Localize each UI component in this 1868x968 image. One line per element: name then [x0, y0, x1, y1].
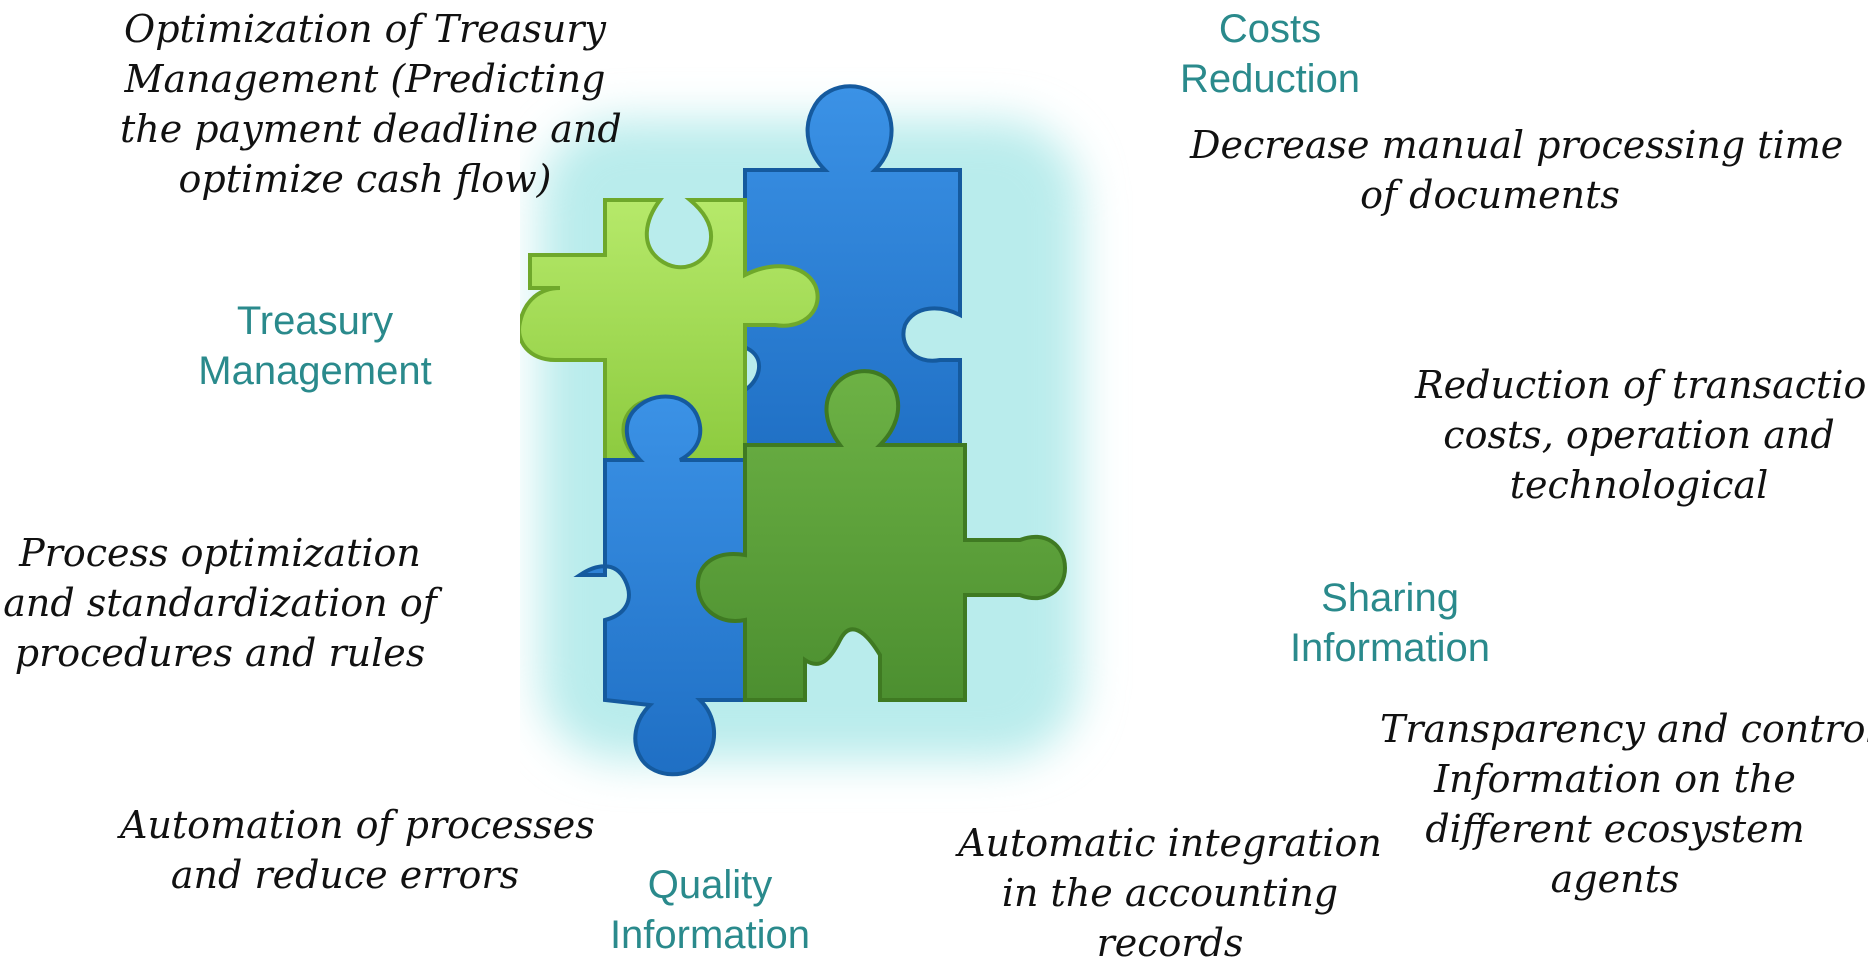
- label-costs-reduction: Costs Reduction: [1150, 4, 1390, 104]
- puzzle-graphic: [520, 84, 1080, 777]
- note-transparency: Transparency and control Information on …: [1380, 704, 1868, 904]
- note-automation: Automation of processes and reduce error…: [120, 800, 595, 900]
- puzzle-piece-green-top-left: [520, 198, 820, 462]
- note-automation-line2: and reduce errors: [170, 853, 520, 897]
- label-quality-information: Quality Information: [590, 860, 830, 960]
- note-reduction-costs: Reduction of transaction costs, operatio…: [1415, 360, 1868, 510]
- note-treasury-optimization: Optimization of Treasury Management (Pre…: [120, 4, 622, 204]
- label-costs-line1: Costs: [1218, 7, 1322, 51]
- label-costs-line2: Reduction: [1179, 57, 1361, 101]
- note-treasury-line4: optimize cash flow): [178, 157, 552, 201]
- note-process-line2: and standardization of: [3, 581, 437, 625]
- note-treasury-line1: Optimization of Treasury: [124, 7, 606, 51]
- note-process-optimization: Process optimization and standardization…: [0, 528, 440, 678]
- label-treasury-management: Treasury Management: [180, 296, 450, 396]
- note-transparency-line3: different ecosystem: [1425, 807, 1805, 851]
- note-treasury-line3: the payment deadline and: [120, 107, 622, 151]
- puzzle-piece-green-bottom-right: [695, 369, 1068, 702]
- note-transparency-line4: agents: [1550, 857, 1680, 901]
- note-decrease-line1: Decrease manual processing time: [1190, 123, 1844, 167]
- note-reduction-line3: technological: [1509, 463, 1769, 507]
- label-sharing-line1: Sharing: [1321, 576, 1459, 620]
- note-decrease-processing: Decrease manual processing time of docum…: [1190, 120, 1844, 220]
- note-integration-line1: Automatic integration: [958, 821, 1382, 865]
- note-treasury-line2: Management (Predicting: [124, 57, 606, 101]
- note-integration-line2: in the accounting: [1001, 871, 1339, 915]
- label-sharing-information: Sharing Information: [1270, 573, 1510, 673]
- label-quality-line2: Information: [609, 913, 811, 957]
- note-integration-line3: records: [1096, 921, 1244, 965]
- note-process-line3: procedures and rules: [14, 631, 426, 675]
- label-sharing-line2: Information: [1289, 626, 1491, 670]
- note-reduction-line1: Reduction of transaction: [1415, 363, 1868, 407]
- note-transparency-line1: Transparency and control: [1380, 707, 1868, 751]
- puzzle-piece-blue-top-right: [734, 84, 962, 467]
- label-quality-line1: Quality: [647, 863, 773, 907]
- puzzle-piece-blue-bottom-left: [573, 394, 747, 777]
- note-automation-line1: Automation of processes: [120, 803, 595, 847]
- note-reduction-line2: costs, operation and: [1443, 413, 1835, 457]
- note-transparency-line2: Information on the: [1434, 757, 1796, 801]
- note-process-line1: Process optimization: [19, 531, 421, 575]
- label-treasury-line2: Management: [198, 349, 432, 393]
- label-treasury-line1: Treasury: [236, 299, 394, 343]
- note-decrease-line2: of documents: [1360, 173, 1620, 217]
- note-accounting-integration: Automatic integration in the accounting …: [955, 818, 1385, 968]
